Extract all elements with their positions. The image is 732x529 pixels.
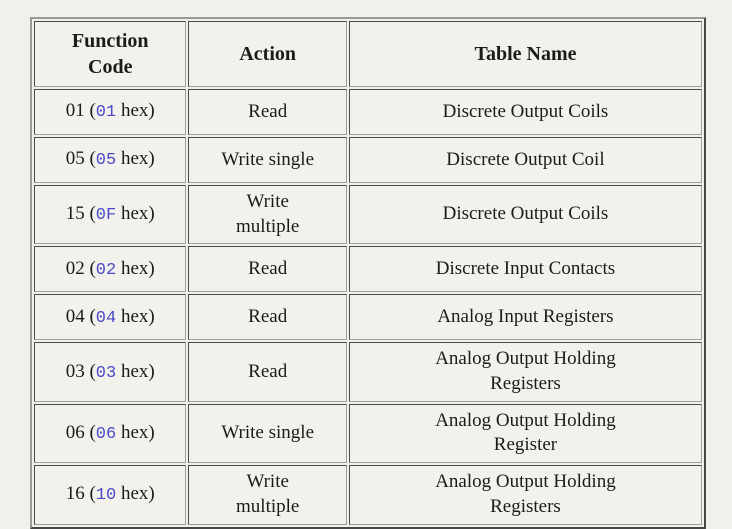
code-suffix: hex) <box>116 100 155 122</box>
table-name-cell: Analog Output Holding Registers <box>348 342 702 402</box>
code-suffix: hex) <box>116 360 155 382</box>
code-hex: 06 <box>95 424 117 444</box>
table-row: 02 (02 hex) Read Discrete Input Contacts <box>34 246 702 293</box>
header-function-code: Function Code <box>34 21 187 87</box>
function-code-cell: 01 (01 hex) <box>34 89 187 135</box>
function-code-cell: 05 (05 hex) <box>34 137 187 183</box>
table-row: 06 (06 hex) Write single Analog Output H… <box>34 403 702 464</box>
action-cell: Write multiple <box>188 465 347 525</box>
code-decimal: 01 ( <box>65 100 96 122</box>
header-table-name: Table Name <box>348 21 702 87</box>
function-code-cell: 06 (06 hex) <box>34 403 187 464</box>
code-decimal: 15 ( <box>65 203 96 225</box>
code-suffix: hex) <box>116 257 155 279</box>
table-name-cell: Discrete Output Coils <box>348 185 702 245</box>
header-action: Action <box>188 21 347 87</box>
code-suffix: hex) <box>116 483 155 505</box>
code-hex: 0F <box>95 206 117 226</box>
function-code-cell: 02 (02 hex) <box>34 246 187 293</box>
table-row: 03 (03 hex) Read Analog Output Holding R… <box>34 342 702 402</box>
table-name-cell: Discrete Output Coil <box>348 137 702 183</box>
function-code-cell: 04 (04 hex) <box>34 294 187 341</box>
code-decimal: 16 ( <box>65 483 96 505</box>
code-suffix: hex) <box>116 148 155 170</box>
table-name-cell: Analog Output Holding Registers <box>348 465 702 525</box>
function-code-cell: 03 (03 hex) <box>34 342 187 402</box>
table-name-cell: Analog Input Registers <box>348 294 702 341</box>
code-hex: 05 <box>95 151 117 171</box>
code-hex: 03 <box>95 363 117 383</box>
action-cell: Read <box>188 294 347 341</box>
action-cell: Write multiple <box>188 185 347 245</box>
function-code-cell: 15 (0F hex) <box>34 185 187 245</box>
action-cell: Read <box>188 89 347 135</box>
table-row: 04 (04 hex) Read Analog Input Registers <box>34 294 702 341</box>
function-code-table: Function Code Action Table Name 01 (01 h… <box>30 17 706 529</box>
table-row: 16 (10 hex) Write multiple Analog Output… <box>34 465 702 525</box>
code-hex: 02 <box>95 260 117 280</box>
code-hex: 04 <box>95 308 117 328</box>
code-hex: 01 <box>95 103 117 123</box>
code-suffix: hex) <box>116 421 155 443</box>
code-suffix: hex) <box>116 305 155 327</box>
action-cell: Read <box>188 342 347 402</box>
table-header-row: Function Code Action Table Name <box>34 21 702 87</box>
code-decimal: 02 ( <box>65 257 96 279</box>
code-decimal: 06 ( <box>65 421 96 443</box>
table-row: 05 (05 hex) Write single Discrete Output… <box>34 137 702 183</box>
code-decimal: 03 ( <box>65 360 96 382</box>
table-row: 01 (01 hex) Read Discrete Output Coils <box>34 89 702 135</box>
action-cell: Write single <box>188 403 347 464</box>
code-hex: 10 <box>95 486 117 506</box>
table-row: 15 (0F hex) Write multiple Discrete Outp… <box>34 185 702 245</box>
function-code-cell: 16 (10 hex) <box>34 465 187 525</box>
action-cell: Read <box>188 246 347 293</box>
code-decimal: 05 ( <box>65 148 96 170</box>
code-suffix: hex) <box>116 203 155 225</box>
table-name-cell: Analog Output Holding Register <box>348 403 702 464</box>
table-name-cell: Discrete Input Contacts <box>348 246 702 293</box>
action-cell: Write single <box>188 137 347 183</box>
code-decimal: 04 ( <box>65 305 96 327</box>
table-name-cell: Discrete Output Coils <box>348 89 702 135</box>
